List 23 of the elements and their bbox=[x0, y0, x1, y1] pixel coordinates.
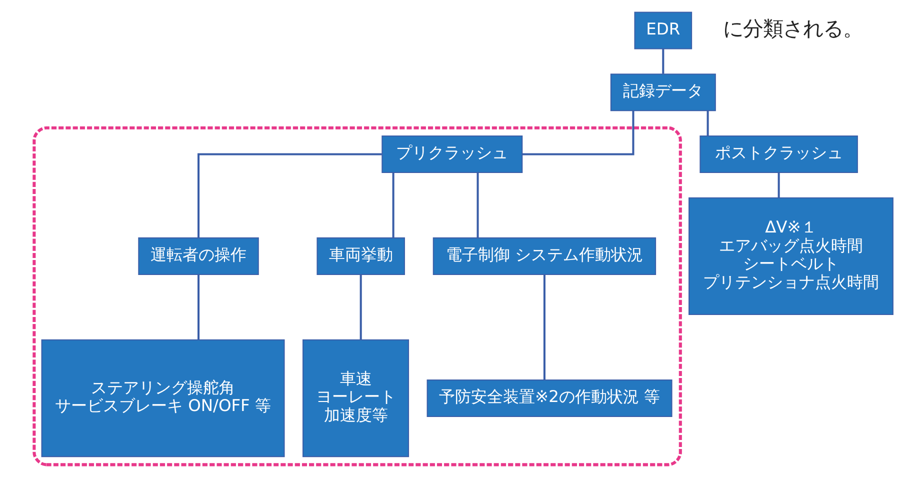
connector bbox=[706, 110, 709, 136]
connector bbox=[543, 274, 546, 380]
connector bbox=[198, 274, 200, 340]
connector bbox=[476, 172, 479, 238]
node-box: 車両挙動 bbox=[316, 237, 405, 275]
node-box: ステアリング操舵角 サービスブレーキ ON/OFF 等 bbox=[41, 339, 285, 458]
node-box: 車速 ヨーレート 加速度等 bbox=[302, 339, 410, 458]
cluster bbox=[32, 126, 682, 466]
connector bbox=[360, 274, 362, 340]
node-box: 電子制御 システム作動状況 bbox=[432, 237, 656, 275]
connector bbox=[198, 153, 382, 238]
node-box: ΔV※１ エアバッグ点火時間 シートベルト プリテンショナ点火時間 bbox=[688, 197, 894, 316]
connector bbox=[778, 172, 780, 198]
node-box: ポストクラッシュ bbox=[700, 135, 858, 173]
label: に分類される。 bbox=[723, 16, 864, 41]
connector bbox=[662, 49, 664, 74]
node-box: EDR bbox=[634, 12, 692, 50]
connector bbox=[522, 110, 634, 156]
node-box: 記録データ bbox=[610, 74, 716, 112]
node-box: 運転者の操作 bbox=[138, 237, 259, 275]
connector bbox=[392, 172, 394, 238]
node-box: プリクラッシュ bbox=[382, 135, 523, 173]
node-box: 予防安全装置※2の作動状況 等 bbox=[426, 379, 672, 417]
